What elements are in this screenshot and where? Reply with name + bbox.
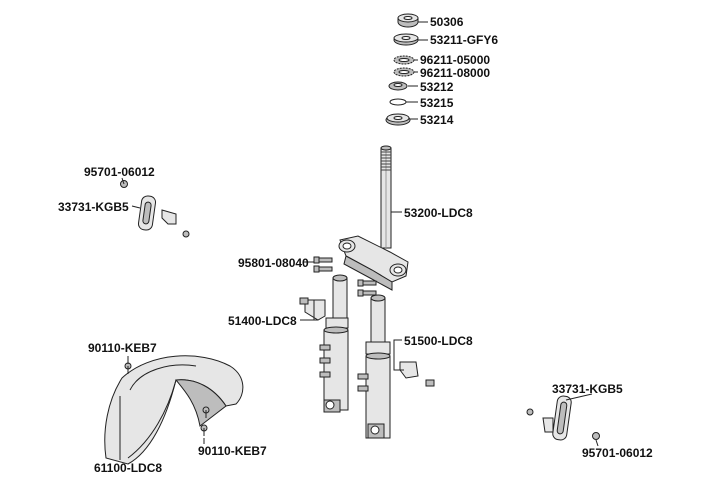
label-61100-ldc8: 61100-LDC8 [94, 461, 163, 475]
label-90110-keb7-lower: 90110-KEB7 [198, 444, 267, 458]
clamp-bolt-part [313, 256, 377, 297]
label-33731-kgb5-left: 33731-KGB5 [58, 200, 129, 214]
label-95801-08040: 95801-08040 [238, 256, 309, 270]
left-fork-bracket-part [299, 297, 326, 321]
label-53215: 53215 [420, 96, 454, 110]
right-fork-bracket-part [399, 361, 435, 387]
label-53211-gfy6: 53211-GFY6 [430, 33, 499, 47]
label-53212: 53212 [420, 80, 454, 94]
top-cone-race-part [393, 33, 419, 46]
label-50306: 50306 [430, 15, 464, 29]
label-96211-08000: 96211-08000 [420, 66, 491, 80]
steel-ball-ring-b-part [393, 67, 415, 77]
label-95701-06012-top: 95701-06012 [84, 165, 155, 179]
steel-ball-ring-a-part [393, 55, 415, 65]
steering-stem-part [338, 145, 409, 291]
label-95701-06012-bottom: 95701-06012 [582, 446, 653, 460]
label-53200-ldc8: 53200-LDC8 [404, 206, 473, 220]
bottom-cone-race-part [388, 81, 408, 91]
left-fork-leg-part [319, 274, 349, 413]
label-51500-ldc8: 51500-LDC8 [404, 334, 473, 348]
leader-lines [119, 21, 599, 460]
label-90110-keb7-upper: 90110-KEB7 [88, 341, 157, 355]
right-fork-leg-part [357, 294, 391, 439]
front-fender-part [104, 355, 244, 465]
right-reflector-part [526, 395, 600, 441]
label-33731-kgb5-right: 33731-KGB5 [552, 382, 623, 396]
bottom-ball-race-part [385, 113, 411, 126]
dust-seal-ring-part [389, 98, 407, 106]
left-reflector-part [120, 180, 190, 238]
label-51400-ldc8: 51400-LDC8 [228, 314, 297, 328]
label-96211-05000: 96211-05000 [420, 53, 491, 67]
label-53214: 53214 [420, 113, 454, 127]
steering-nut-part [397, 13, 419, 28]
